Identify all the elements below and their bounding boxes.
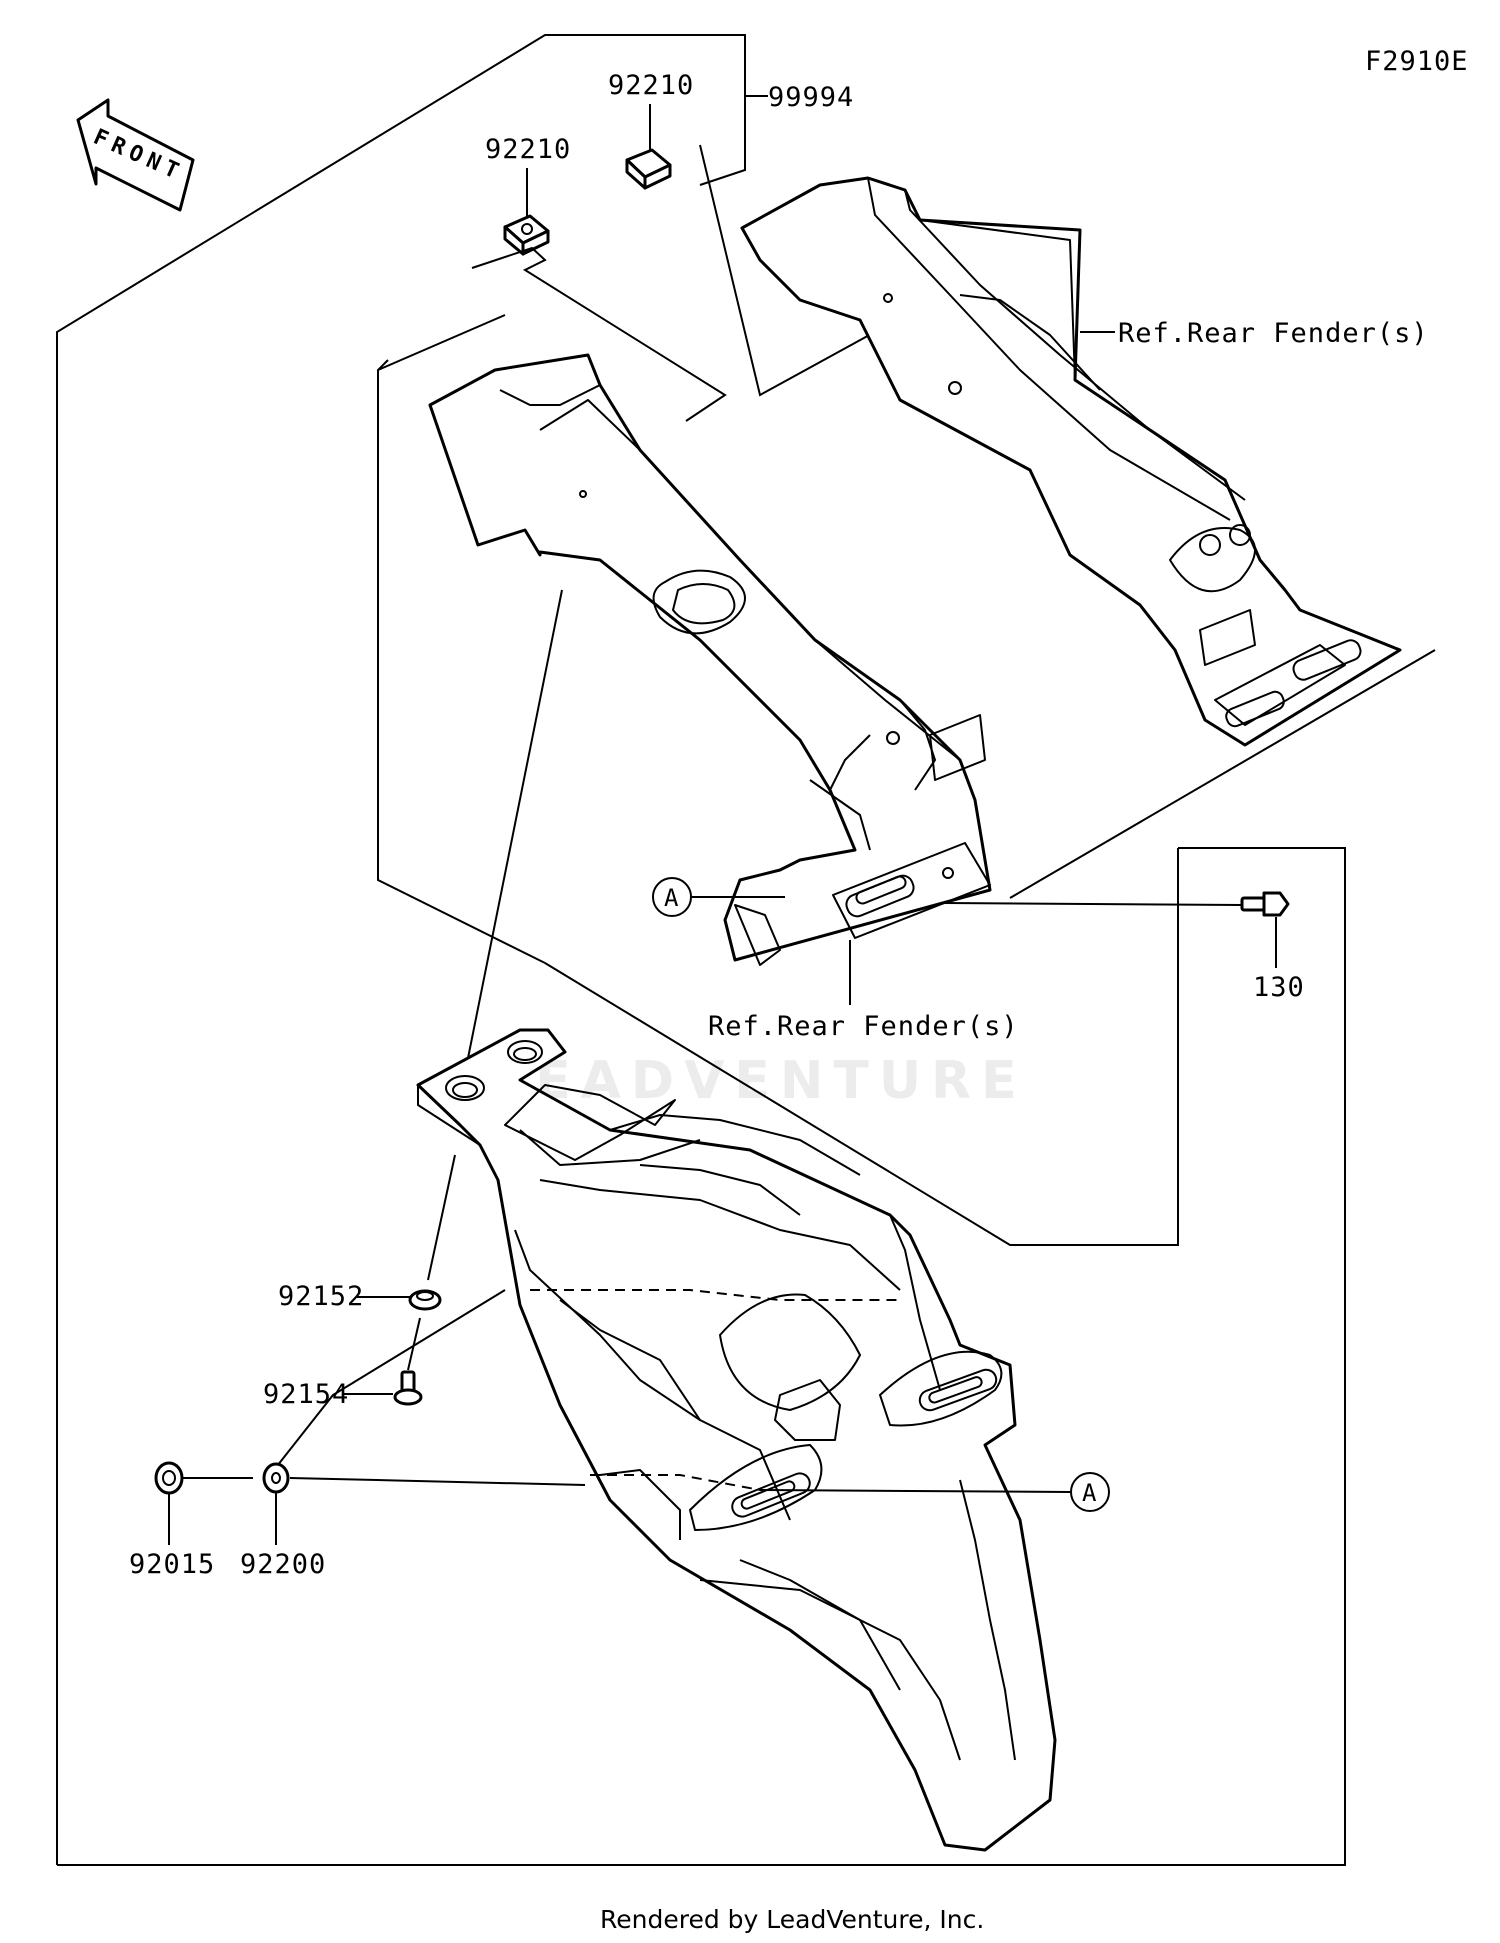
bolt-icon-130 <box>1240 891 1290 917</box>
front-arrow-icon: FRONT <box>76 98 195 212</box>
nut-icon-92015 <box>154 1461 184 1495</box>
grommet-icon-92152 <box>408 1289 442 1311</box>
part-label-ref-rear-fender-lower: Ref.Rear Fender(s) <box>708 1011 1019 1042</box>
guide-line-grommet <box>427 1154 456 1281</box>
dash-line-lower <box>590 1474 761 1491</box>
guide-line-bolt-92154 <box>407 1317 421 1371</box>
footer-credit: Rendered by LeadVenture, Inc. <box>600 1905 984 1934</box>
dash-line-upper <box>530 1289 900 1301</box>
washer-icon-92200 <box>262 1462 290 1494</box>
leader-130-horizontal <box>944 902 1243 906</box>
part-label-92152: 92152 <box>278 1281 364 1312</box>
mid-kit-boundary-bottom <box>544 848 1179 1246</box>
part-label-92015: 92015 <box>129 1549 215 1580</box>
bracket-mid-part <box>428 353 992 966</box>
ref-rear-fender-upper-part <box>740 176 1402 747</box>
kit-boundary-lower <box>57 847 1346 1866</box>
part-label-99994: 99994 <box>768 82 854 113</box>
part-label-130: 130 <box>1253 972 1305 1003</box>
part-label-92210-right: 92210 <box>608 70 694 101</box>
callout-a-lower-label: A <box>1082 1479 1097 1507</box>
part-label-92154: 92154 <box>263 1379 349 1410</box>
clip-nut-icon-left <box>503 214 550 256</box>
clip-zone-left <box>471 246 727 422</box>
part-label-ref-rear-fender-upper: Ref.Rear Fender(s) <box>1118 318 1429 349</box>
mid-kit-boundary-right <box>1009 649 1436 899</box>
rear-fender-part <box>416 1028 1057 1852</box>
callout-a-lower <box>1070 1472 1110 1512</box>
mid-kit-boundary-top <box>377 314 506 371</box>
clip-zone-right <box>699 144 874 397</box>
callout-a-upper-label: A <box>664 884 679 912</box>
bolt-icon-92154 <box>393 1370 423 1406</box>
leader-callout-a-lower <box>759 1489 1071 1493</box>
mid-kit-boundary-left <box>377 359 546 964</box>
part-label-92200: 92200 <box>240 1549 326 1580</box>
diagram-code: F2910E <box>1365 46 1469 77</box>
part-label-92210-left: 92210 <box>485 134 571 165</box>
guide-line-bracket <box>464 589 563 1074</box>
leader-washer-fender <box>289 1477 586 1486</box>
watermark-text: LEADVENTURE <box>492 1051 1027 1111</box>
leader-fastener-group <box>269 1289 506 1476</box>
clip-nut-icon-right <box>625 148 672 190</box>
kit-boundary-upper <box>56 34 746 1865</box>
